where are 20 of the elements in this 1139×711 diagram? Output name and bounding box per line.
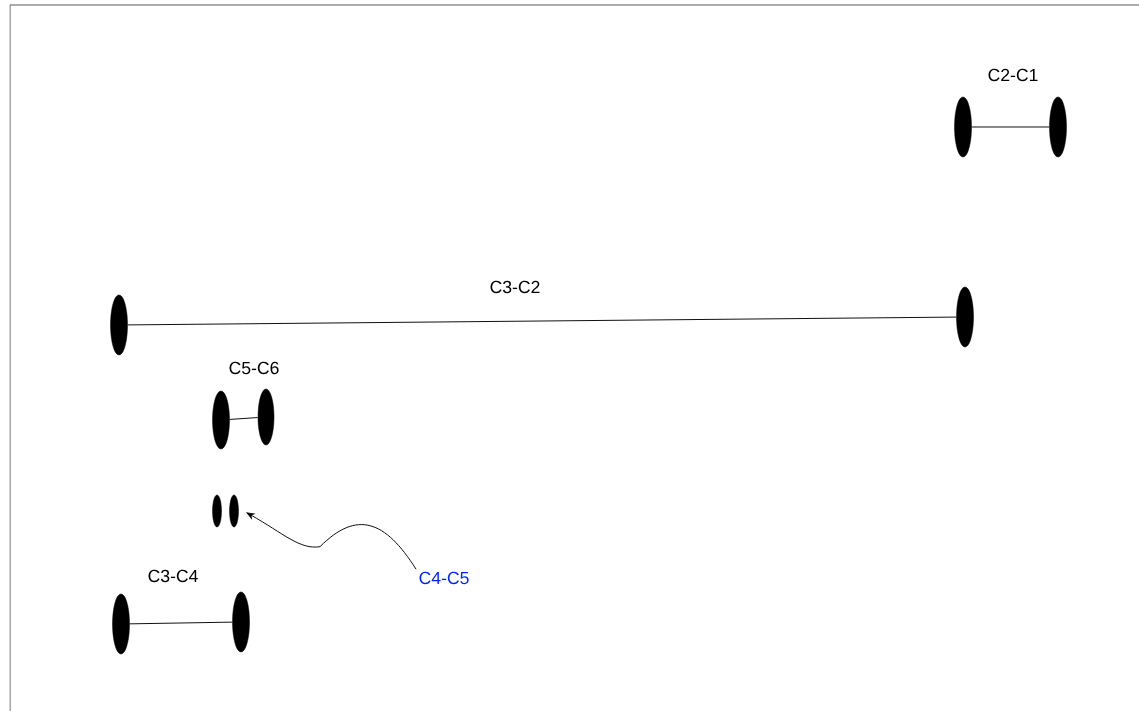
leader-arrow: [246, 512, 417, 570]
edge-label: C3-C4: [148, 569, 198, 583]
ellipse-end: [110, 294, 128, 356]
ellipse-end: [229, 494, 239, 528]
ellipse-end: [212, 494, 222, 528]
ellipse-end: [954, 96, 972, 158]
ellipse-end: [1049, 96, 1067, 158]
ellipse-end: [112, 593, 130, 655]
edge-label: C5-C6: [229, 361, 279, 375]
ellipse-end: [956, 286, 974, 348]
callout-text: C4-C5: [419, 571, 469, 585]
connector-line: [229, 417, 259, 420]
connector-line: [971, 126, 1050, 128]
edge-label: C2-C1: [988, 68, 1038, 82]
ellipse-end: [257, 388, 275, 446]
ellipse-end: [212, 390, 230, 450]
ellipse-end: [232, 591, 250, 653]
connector-line: [129, 621, 233, 625]
edge-label: C3-C2: [490, 280, 540, 294]
connector-line: [127, 316, 957, 326]
